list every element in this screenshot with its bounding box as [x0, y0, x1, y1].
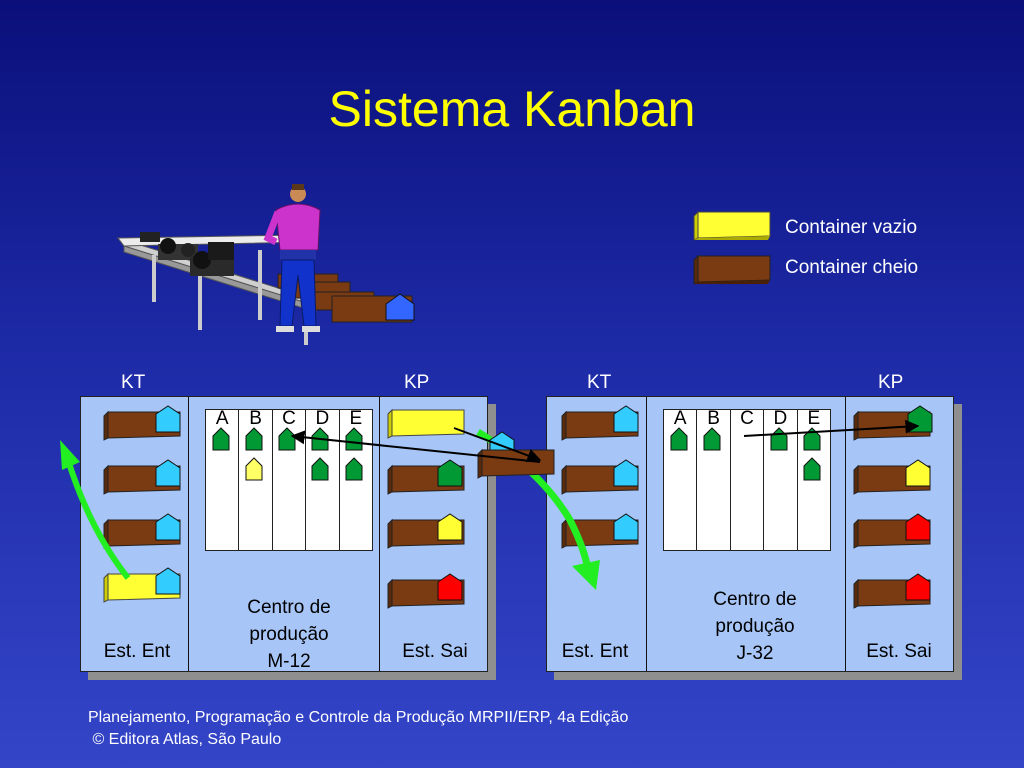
kanban-card-red	[905, 573, 931, 601]
left-kt-container-4	[103, 567, 181, 603]
kanban-card-red	[437, 573, 463, 601]
kanban-card-green	[907, 405, 933, 433]
left-kp-container-3	[387, 513, 465, 549]
board-column-e: E	[807, 408, 821, 429]
left-kt-container-1	[103, 405, 181, 441]
right-kanban-board: A B C D E	[663, 408, 831, 551]
kanban-card-green	[245, 427, 263, 451]
kanban-card-green	[345, 427, 363, 451]
left-kt-container-3	[103, 513, 181, 549]
right-kt-container-1	[561, 405, 639, 441]
kanban-card-green	[803, 457, 821, 481]
legend-empty-container	[693, 210, 771, 241]
board-column-a: A	[215, 408, 229, 429]
card-return-arrow	[290, 430, 541, 463]
kanban-card-green	[670, 427, 688, 451]
kanban-card-blue	[613, 459, 639, 487]
worker-illustration	[116, 184, 415, 345]
left-production-center-label: Centro de produção M-12	[247, 597, 331, 672]
board-column-b: B	[249, 408, 262, 429]
board-column-d: D	[773, 408, 788, 429]
board-column-c: C	[740, 408, 754, 429]
footer: Planejamento, Programação e Controle da …	[88, 707, 628, 751]
left-kp-label: KP	[404, 372, 430, 393]
kanban-card-green	[278, 427, 296, 451]
kanban-card-yellow	[905, 459, 931, 487]
kanban-card-green	[437, 459, 463, 487]
kanban-card-blue	[155, 459, 181, 487]
right-kt-label: KT	[587, 372, 612, 393]
right-kp-label: KP	[878, 372, 904, 393]
board-column-b: B	[707, 408, 720, 429]
left-board-cards	[212, 427, 363, 481]
right-kt-container-3	[561, 513, 639, 549]
transit-container	[477, 431, 555, 479]
legend-full-label: Container cheio	[785, 257, 919, 278]
kanban-card-green	[345, 457, 363, 481]
right-output-stock-label: Est. Sai	[866, 641, 932, 662]
kanban-card-green	[212, 427, 230, 451]
flow-arrow	[453, 427, 542, 463]
right-kp-container-1	[853, 405, 933, 441]
left-kt-container-2	[103, 459, 181, 495]
footer-line-2: © Editora Atlas, São Paulo	[88, 731, 282, 748]
kanban-card-green	[770, 427, 788, 451]
legend-full-container	[693, 254, 771, 285]
kanban-card-yellow	[437, 513, 463, 541]
board-column-a: A	[673, 408, 687, 429]
kanban-card-blue	[613, 513, 639, 541]
kanban-card-yellow	[245, 457, 263, 481]
right-card-arrow	[743, 419, 920, 437]
transfer-arrow-head	[572, 560, 600, 590]
left-kp-container-2	[387, 459, 465, 495]
footer-line-1: Planejamento, Programação e Controle da …	[88, 709, 629, 726]
page-title: Sistema Kanban	[328, 81, 696, 137]
board-column-e: E	[349, 408, 363, 429]
kanban-card-green	[311, 457, 329, 481]
right-kp-container-4	[853, 573, 931, 609]
left-return-arrow	[65, 459, 131, 580]
left-kt-label: KT	[121, 372, 146, 393]
right-kp-container-3	[853, 513, 931, 549]
right-input-stock-label: Est. Ent	[561, 641, 629, 662]
right-kp-container-2	[853, 459, 931, 495]
kanban-card-blue	[155, 567, 181, 595]
left-output-stock-label: Est. Sai	[402, 641, 468, 662]
legend-empty-label: Container vazio	[785, 217, 918, 238]
left-kp-container-4	[387, 573, 465, 609]
left-return-arrow-head	[60, 440, 80, 470]
board-column-d: D	[315, 408, 330, 429]
right-production-center-label: Centro de produção J-32	[713, 589, 797, 664]
board-column-c: C	[282, 408, 296, 429]
kanban-card-blue	[613, 405, 639, 433]
kanban-card-blue	[155, 513, 181, 541]
kanban-card-blue	[155, 405, 181, 433]
left-kp-container-1	[387, 409, 465, 439]
kanban-card-red	[905, 513, 931, 541]
kanban-card-green	[703, 427, 721, 451]
left-input-stock-label: Est. Ent	[103, 641, 171, 662]
right-kt-container-2	[561, 459, 639, 495]
kanban-card-green	[803, 427, 821, 451]
